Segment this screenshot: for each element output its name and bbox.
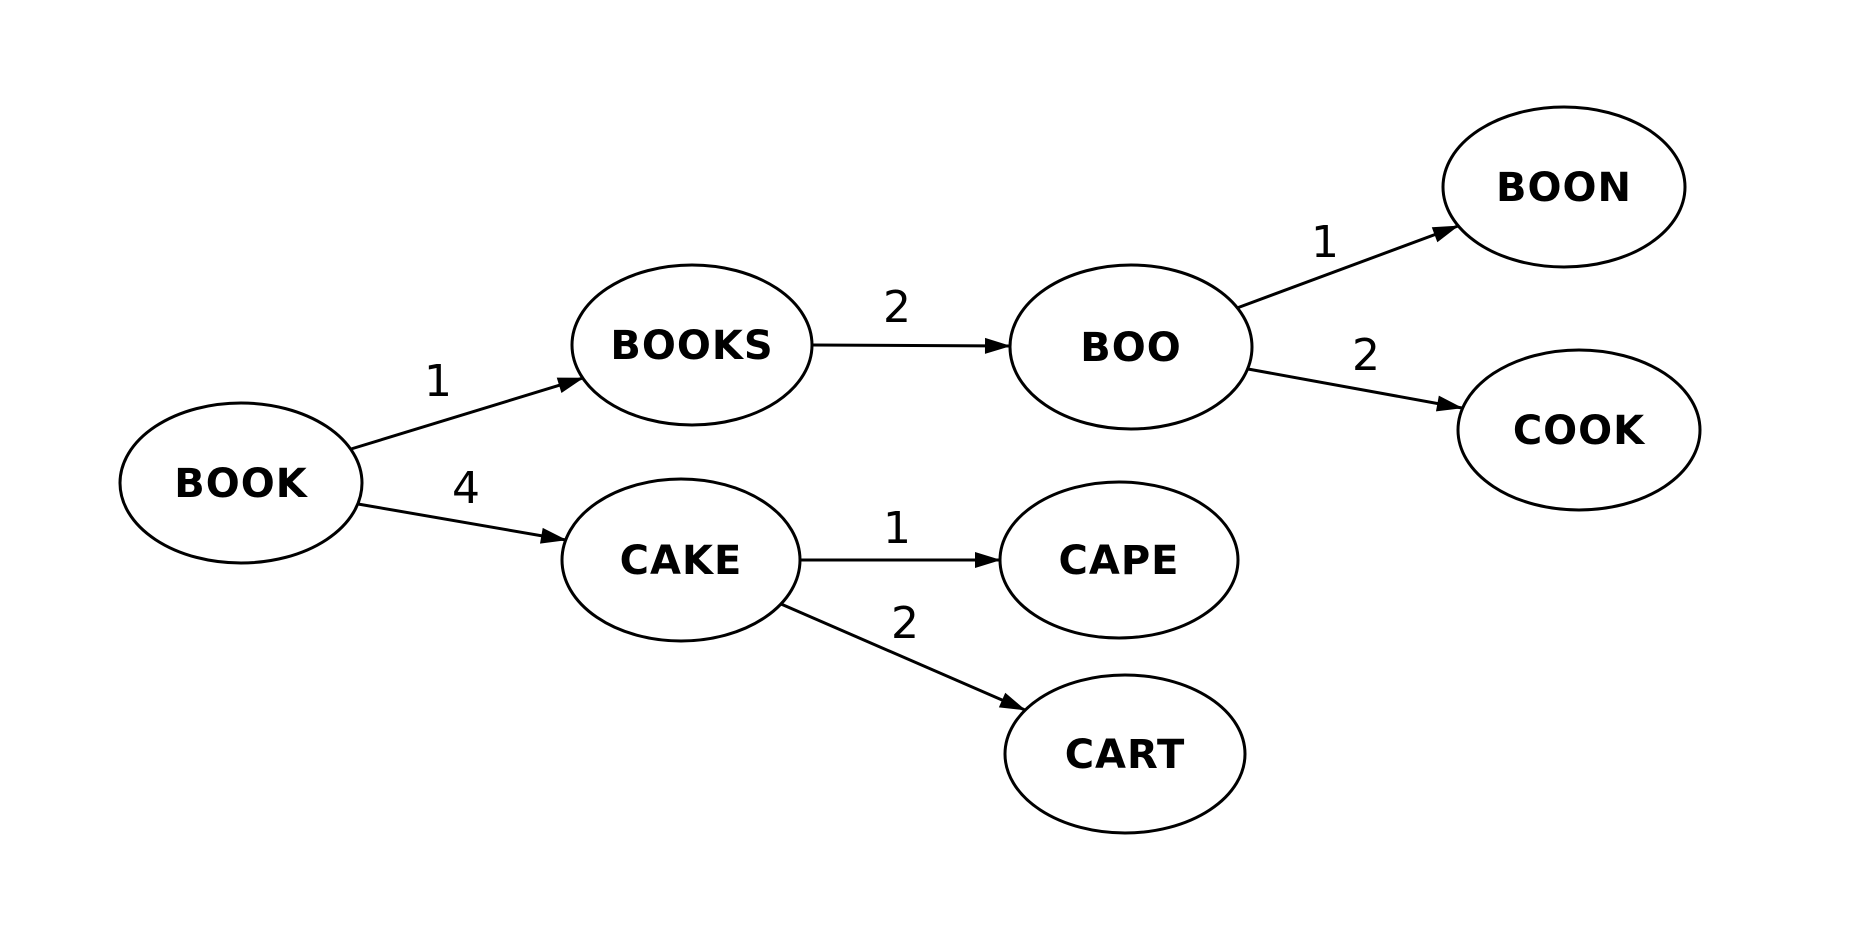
node-cart: CART xyxy=(1003,673,1247,835)
node-cape-ellipse xyxy=(998,480,1240,640)
node-cook-label: COOK xyxy=(1513,408,1646,454)
edge-book-cake-weight: 4 xyxy=(452,463,480,514)
node-boon: BOON xyxy=(1441,105,1687,269)
node-book: BOOK xyxy=(118,401,364,565)
node-books: BOOKS xyxy=(570,263,814,427)
edge-cake-cape-weight: 1 xyxy=(883,503,911,554)
edge-boo-cook-weight: 2 xyxy=(1352,330,1380,381)
node-boo-label: BOO xyxy=(1080,325,1182,371)
node-cake-label: CAKE xyxy=(620,538,743,584)
node-book-ellipse xyxy=(118,401,364,565)
edge-boo-boon-line xyxy=(1236,224,1459,310)
edge-book-cake-line xyxy=(357,502,567,544)
edge-cake-cart: 2 xyxy=(780,598,1026,712)
node-book-label: BOOK xyxy=(174,461,308,507)
edge-boo-cook-line xyxy=(1247,367,1463,412)
edge-book-cake: 4 xyxy=(357,463,567,544)
edge-books-boo-line xyxy=(811,337,1011,354)
node-cook: COOK xyxy=(1456,348,1702,512)
node-boo-ellipse xyxy=(1008,263,1254,431)
node-cook-ellipse xyxy=(1456,348,1702,512)
edge-cake-cape: 1 xyxy=(800,503,1001,568)
node-cape: CAPE xyxy=(998,480,1240,640)
edge-books-boo-weight: 2 xyxy=(883,282,911,333)
edge-cake-cart-line xyxy=(780,602,1026,712)
edge-cake-cart-weight: 2 xyxy=(891,598,919,649)
node-boo: BOO xyxy=(1008,263,1254,431)
edge-book-books: 1 xyxy=(350,356,584,451)
node-cart-ellipse xyxy=(1003,673,1247,835)
node-cape-label: CAPE xyxy=(1059,538,1180,584)
node-boon-ellipse xyxy=(1441,105,1687,269)
node-boon-label: BOON xyxy=(1496,165,1632,211)
node-books-label: BOOKS xyxy=(610,323,773,369)
edge-boo-cook: 2 xyxy=(1247,330,1463,412)
edge-books-boo: 2 xyxy=(811,282,1011,354)
edge-boo-boon: 1 xyxy=(1236,217,1459,310)
node-cart-label: CART xyxy=(1065,732,1186,778)
node-books-ellipse xyxy=(570,263,814,427)
edge-boo-boon-weight: 1 xyxy=(1311,217,1339,268)
node-cake: CAKE xyxy=(560,477,802,643)
edge-book-books-weight: 1 xyxy=(424,356,452,407)
node-cake-ellipse xyxy=(560,477,802,643)
edge-book-books-line xyxy=(350,376,584,451)
